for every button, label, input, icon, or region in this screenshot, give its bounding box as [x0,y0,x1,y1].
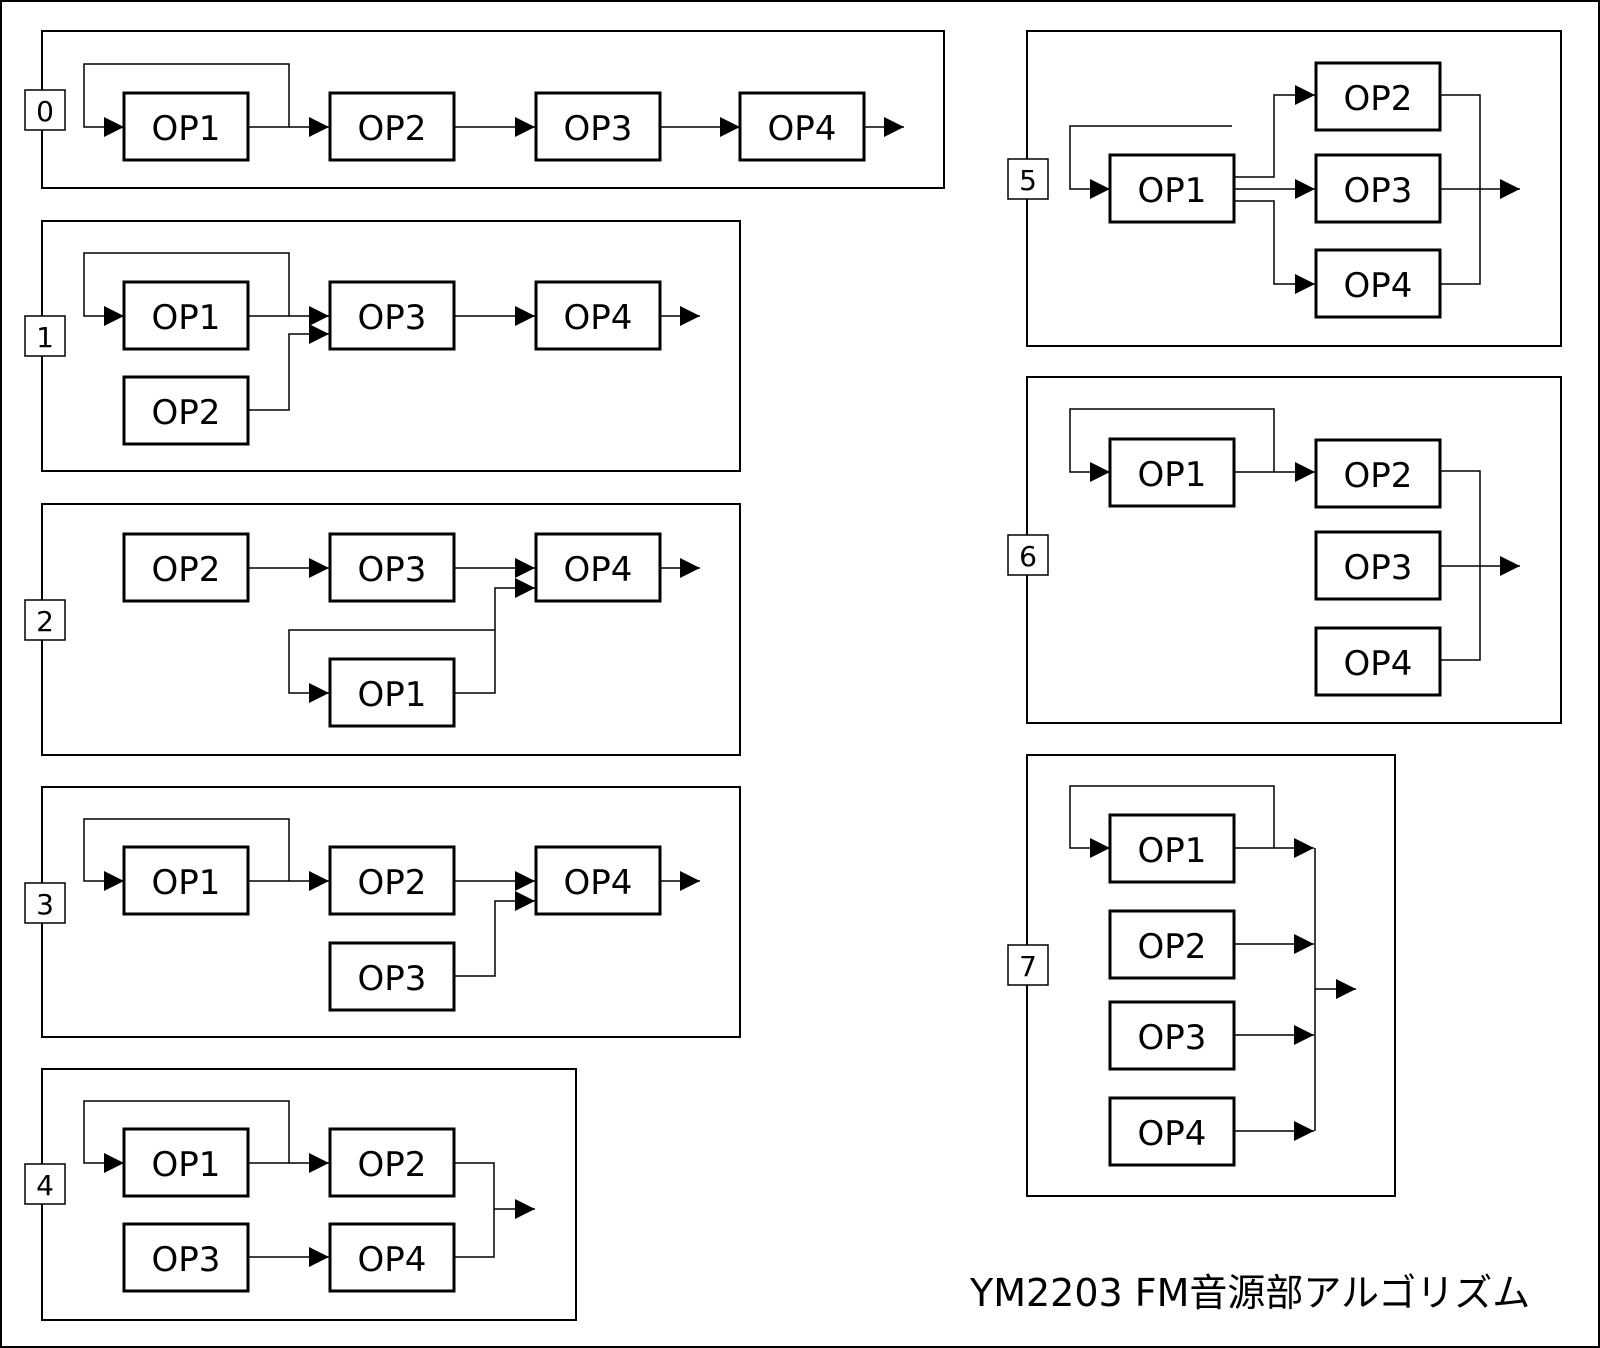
algorithm-number-box [24,315,66,357]
operator-label: OP2 [358,109,427,149]
operator-label: OP3 [1138,1018,1207,1058]
operator-label: OP3 [358,959,427,999]
algorithm-number: 6 [1019,540,1037,573]
algorithm-number-box [24,1163,66,1205]
operator-label: OP3 [1344,548,1413,588]
operator-label: OP2 [1138,927,1207,967]
operator-label: OP1 [152,298,221,338]
operator-box [328,1127,456,1198]
operator-label: OP2 [152,393,221,433]
operator-label: OP4 [768,109,837,149]
algorithm-number-box [1007,534,1049,576]
operator-box [1314,626,1442,697]
operator-box [738,91,866,162]
algorithm-number-box [24,599,66,641]
operator-label: OP4 [564,298,633,338]
algorithm-number-box [1007,944,1049,986]
operator-box [328,280,456,351]
algorithm-3: 3 OP1 OP2 OP4 OP3 [24,786,741,1038]
operator-box [1108,153,1236,224]
operator-box [122,91,250,162]
operator-label: OP4 [1344,644,1413,684]
algorithm-2: 2 OP2 OP3 OP4 OP1 [24,503,741,756]
algorithm-5: 5 OP2 OP1 OP3 OP4 [1007,30,1562,347]
operator-label: OP2 [1344,79,1413,119]
algorithm-number-box [24,89,66,131]
operator-label: OP1 [152,863,221,903]
operator-label: OP4 [564,550,633,590]
operator-box [328,1222,456,1293]
algorithm-number: 7 [1019,950,1037,983]
operator-box [122,532,250,603]
operator-box [122,1222,250,1293]
operator-label: OP1 [1138,831,1207,871]
algorithm-number-box [1007,158,1049,200]
operator-label: OP4 [1138,1114,1207,1154]
operator-box [122,845,250,916]
operator-box [328,657,456,728]
operator-label: OP2 [358,863,427,903]
operator-label: OP1 [152,109,221,149]
operator-box [1314,438,1442,509]
operator-box [534,845,662,916]
operator-box [328,532,456,603]
operator-box [122,1127,250,1198]
operator-label: OP4 [1344,266,1413,306]
algorithm-frame [41,1068,577,1321]
operator-label: OP2 [1344,456,1413,496]
algorithm-number: 0 [36,95,54,128]
operator-label: OP1 [358,675,427,715]
operator-box [1108,813,1236,884]
algorithm-number: 5 [1019,164,1037,197]
algorithm-number: 1 [36,321,54,354]
algorithm-1: 1 OP1 OP2 OP3 OP4 [24,220,741,472]
algorithm-4: 4 OP1 OP2 OP3 OP4 [24,1068,577,1321]
operator-box [122,375,250,446]
algorithm-frame [1026,376,1562,724]
operator-label: OP1 [152,1145,221,1185]
operator-label: OP1 [1138,171,1207,211]
operator-label: OP4 [564,863,633,903]
operator-box [328,845,456,916]
operator-label: OP3 [358,298,427,338]
operator-label: OP2 [152,550,221,590]
operator-box [534,280,662,351]
algorithm-7: 7 OP1 OP2 OP3 OP4 [1007,754,1396,1197]
operator-box [1108,1096,1236,1167]
operator-label: OP2 [358,1145,427,1185]
operator-label: OP3 [1344,171,1413,211]
operator-label: OP4 [358,1240,427,1280]
algorithm-number: 3 [36,888,54,921]
operator-box [1314,530,1442,601]
operator-box [122,280,250,351]
operator-label: OP3 [564,109,633,149]
operator-label: OP3 [152,1240,221,1280]
operator-box [1108,909,1236,980]
algorithm-number-box [24,882,66,924]
operator-box [534,91,662,162]
algorithm-6: 6 OP1 OP2 OP3 OP4 [1007,376,1562,724]
algorithm-number: 4 [36,1169,54,1202]
operator-label: OP3 [358,550,427,590]
diagram-title: YM2203 FM音源部アルゴリズム [969,1271,1530,1315]
algorithm-number: 2 [36,605,54,638]
operator-box [534,532,662,603]
operator-box [1108,1000,1236,1071]
operator-box [1314,153,1442,224]
operator-box [328,941,456,1012]
operator-label: OP1 [1138,455,1207,495]
operator-box [1314,61,1442,132]
operator-box [1108,437,1236,508]
operator-box [1314,248,1442,319]
operator-box [328,91,456,162]
algorithm-0: 0 OP1 OP2 OP3 OP4 [24,30,945,189]
